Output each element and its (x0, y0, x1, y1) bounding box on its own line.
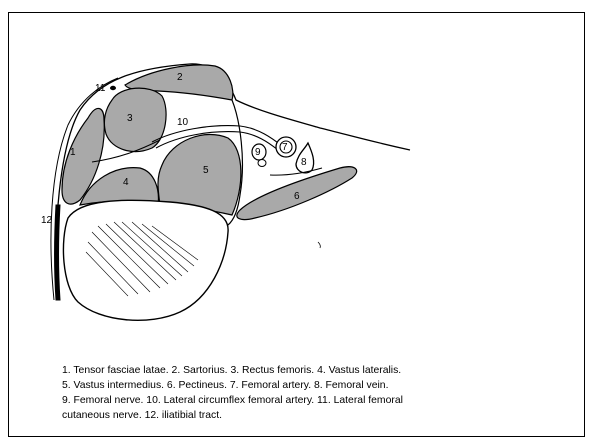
caption-line-3: 9. Femoral nerve. 10. Lateral circumflex… (62, 393, 562, 408)
caption-line-2: 5. Vastus intermedius. 6. Pectineus. 7. … (62, 378, 562, 393)
label-6: 6 (294, 191, 300, 202)
caption-line-1: 1. Tensor fasciae latae. 2. Sartorius. 3… (62, 363, 562, 378)
structure-11-lateral-femoral-cutaneous-nerve (110, 86, 116, 90)
label-3: 3 (127, 113, 133, 124)
label-5: 5 (203, 165, 209, 176)
label-7: 7 (282, 142, 288, 153)
structure-9-femoral-nerve-branch (258, 160, 266, 167)
label-1: 1 (70, 147, 76, 158)
label-2: 2 (177, 72, 183, 83)
caption-line-4: cutaneous nerve. 12. iliatibial tract. (62, 408, 562, 423)
label-4: 4 (123, 177, 129, 188)
label-10: 10 (177, 117, 189, 128)
muscle-12-iliotibial-tract (55, 205, 61, 300)
label-11: 11 (95, 83, 106, 94)
femur-bone (63, 200, 228, 320)
label-12: 12 (41, 215, 53, 226)
fascial-septum-line-2 (270, 168, 322, 175)
legend-caption: 1. Tensor fasciae latae. 2. Sartorius. 3… (62, 363, 562, 423)
small-curve-mark (318, 242, 320, 248)
label-9: 9 (255, 147, 261, 158)
label-8: 8 (301, 157, 307, 168)
